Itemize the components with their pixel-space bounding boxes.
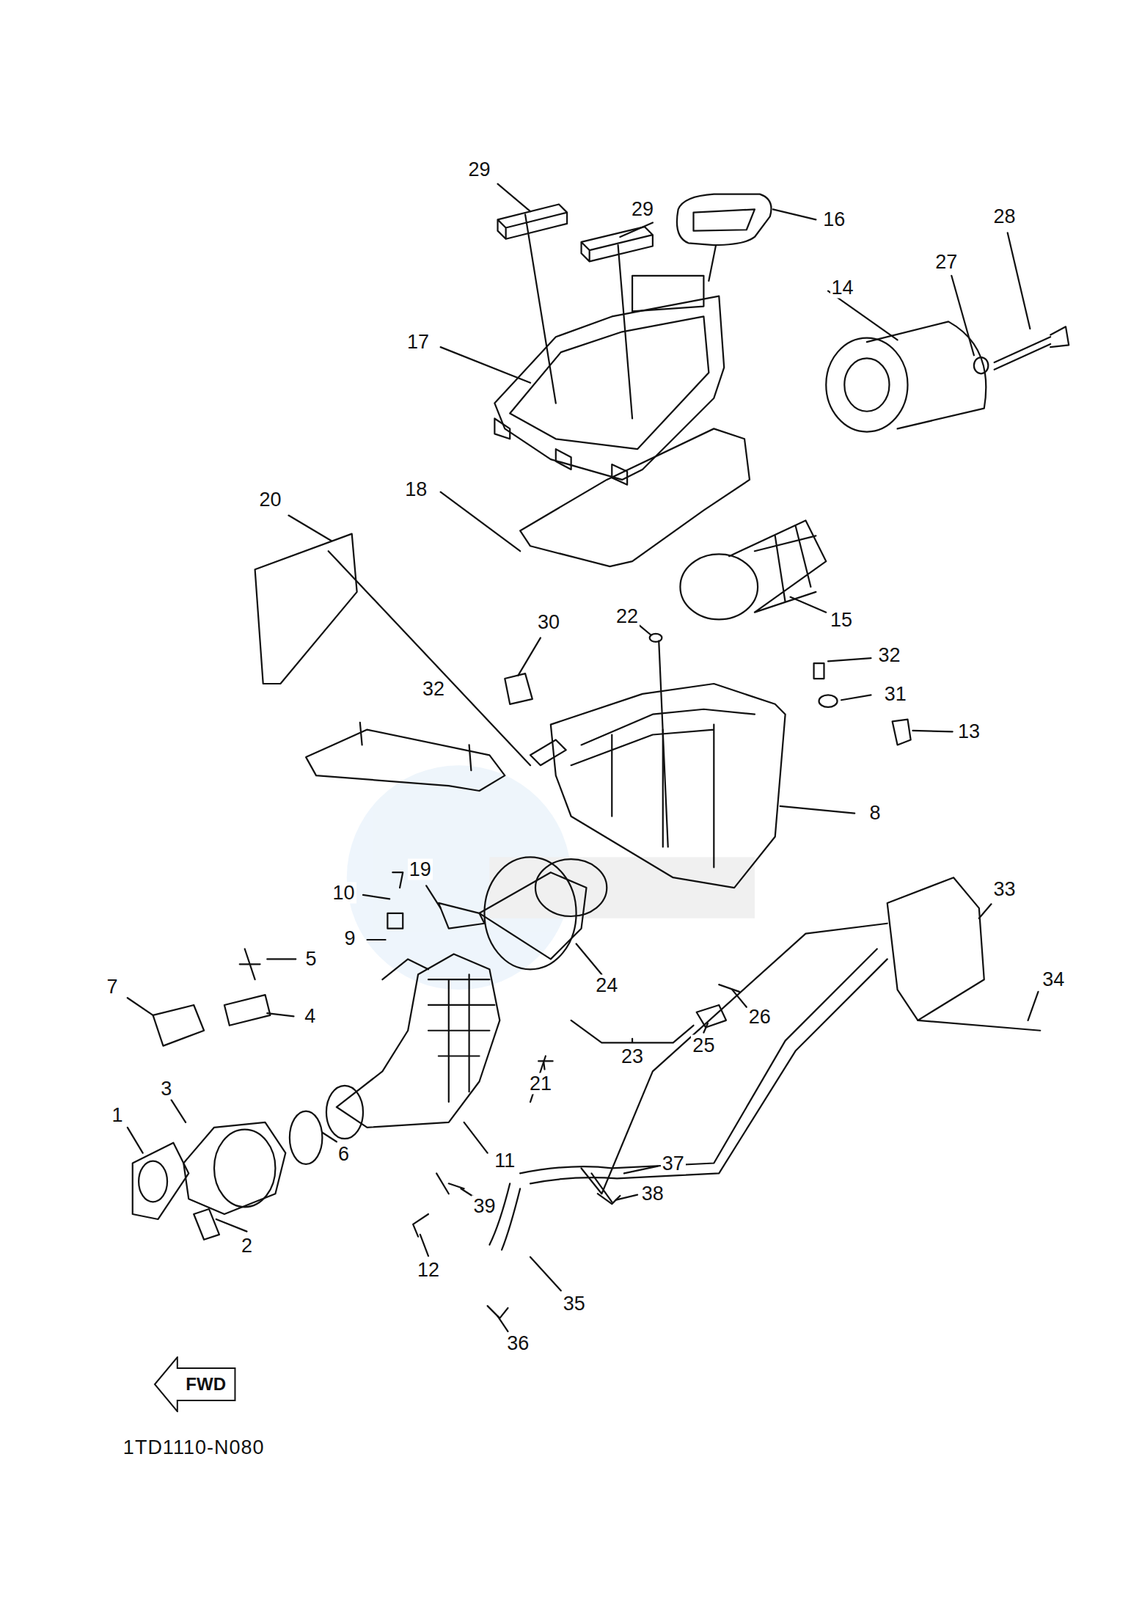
- callout-number: 9: [342, 927, 357, 950]
- callout-number: 37: [660, 1153, 686, 1175]
- callout-number: 23: [619, 1045, 645, 1068]
- callout-number: 3: [159, 1077, 174, 1099]
- callout-number: 24: [594, 974, 620, 997]
- callout-number: 15: [828, 609, 854, 631]
- callout-number: 26: [747, 1006, 773, 1028]
- callout-number: 32: [876, 643, 902, 666]
- callout-number: 5: [304, 948, 319, 970]
- callout-number: 4: [302, 1004, 317, 1027]
- callout-number: 32: [421, 677, 446, 699]
- callout-number: 36: [505, 1332, 531, 1354]
- callout-number: 2: [239, 1234, 254, 1256]
- callout-number: 19: [407, 858, 433, 880]
- callout-number: 8: [867, 802, 882, 824]
- callout-number: 34: [1040, 968, 1066, 990]
- callout-number: 14: [829, 277, 855, 299]
- callout-number: 11: [492, 1150, 517, 1172]
- callout-number: 20: [257, 489, 283, 511]
- callout-number: 29: [466, 158, 492, 180]
- callout-number: 33: [992, 878, 1018, 900]
- diagram-code: 1TD1110-N080: [121, 1436, 267, 1459]
- callout-number: 35: [561, 1292, 587, 1314]
- callout-number: 29: [630, 198, 655, 221]
- callout-number: 28: [992, 205, 1018, 227]
- callout-number: 38: [640, 1182, 666, 1204]
- callout-number: 22: [614, 605, 640, 627]
- callout-number: 30: [536, 611, 562, 633]
- callout-number: 27: [933, 251, 959, 273]
- callout-number: 18: [403, 478, 429, 501]
- callout-number: 21: [528, 1072, 554, 1094]
- callout-number: 39: [471, 1194, 497, 1217]
- callout-number: 6: [336, 1142, 351, 1165]
- callout-number: 7: [104, 975, 119, 997]
- watermark-logo: [346, 765, 755, 990]
- callout-number: 1: [110, 1103, 124, 1126]
- callout-number: 13: [956, 720, 982, 742]
- forward-arrow: FWD: [153, 1356, 237, 1412]
- callout-number: 16: [821, 208, 847, 230]
- callout-number: 31: [883, 682, 909, 705]
- arrow-label: FWD: [185, 1375, 226, 1393]
- callout-number: 17: [405, 330, 431, 353]
- callout-number: 25: [690, 1034, 716, 1057]
- callout-number: 10: [331, 881, 357, 903]
- callout-number: 12: [415, 1259, 441, 1281]
